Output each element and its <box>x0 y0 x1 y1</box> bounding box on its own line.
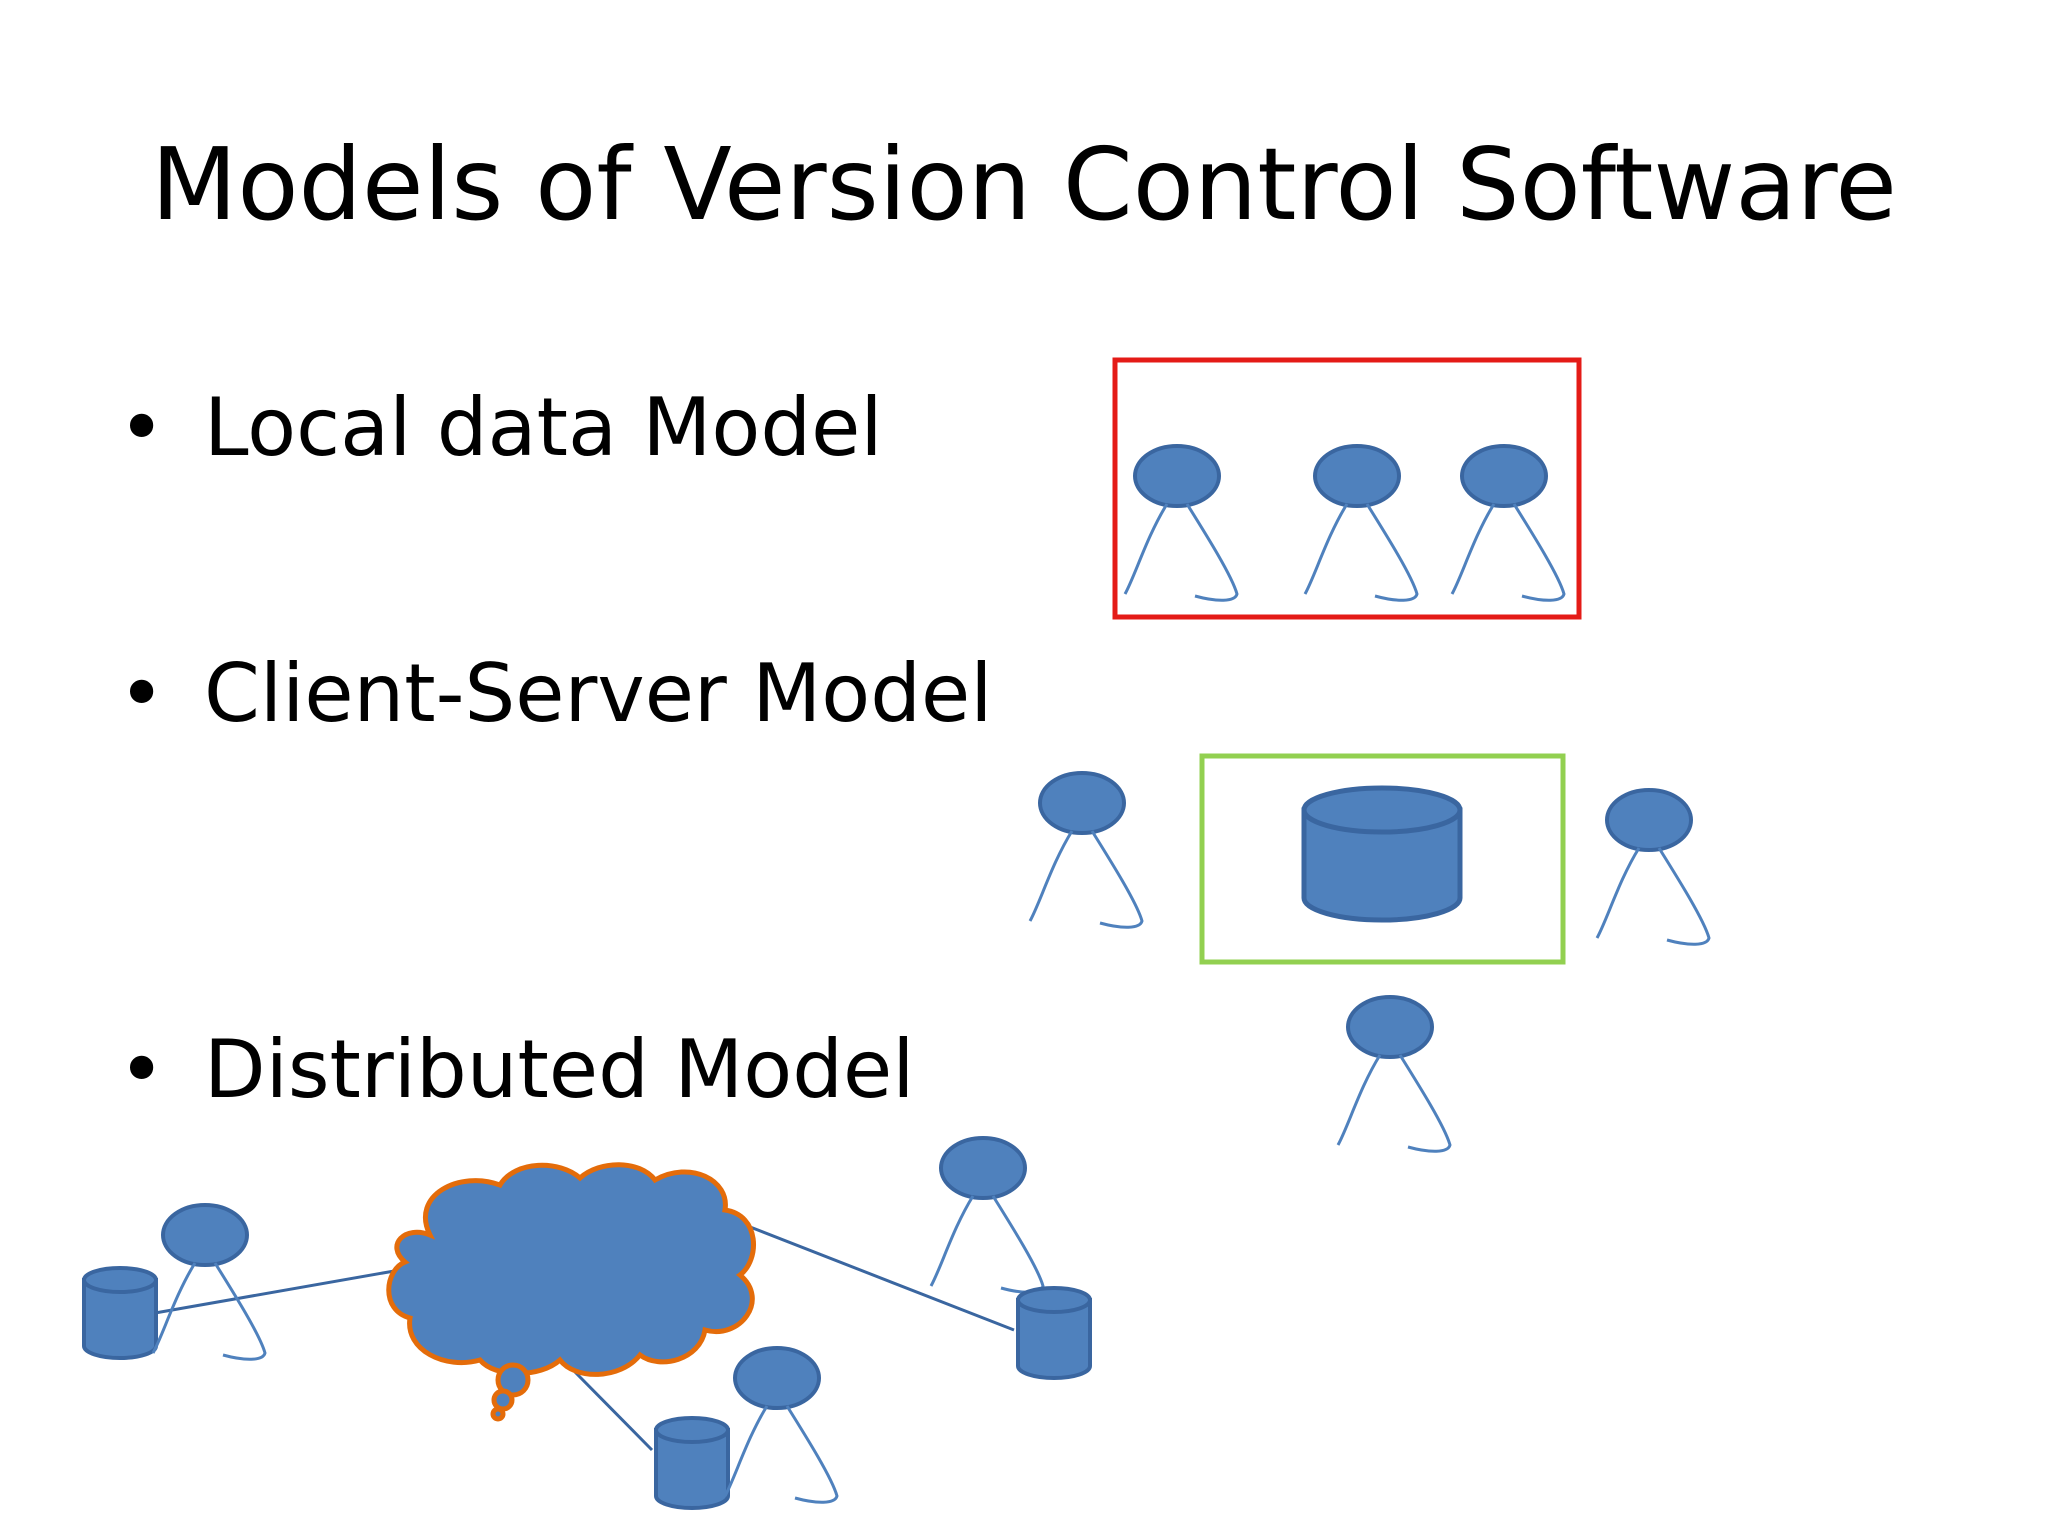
link-line <box>154 1268 401 1315</box>
local-model-group <box>1112 357 1582 620</box>
person-icon <box>151 1203 267 1362</box>
link-line <box>573 1370 654 1452</box>
database-cylinder-icon <box>1301 785 1463 923</box>
bullet-client-server-model: •Client-Server Model <box>118 654 992 734</box>
slide-title: Models of Version Control Software <box>151 126 1897 243</box>
person-icon <box>929 1136 1045 1295</box>
person-icon <box>1450 444 1566 603</box>
bullet-label: Client-Server Model <box>204 647 993 740</box>
person-icon <box>1303 444 1419 603</box>
database-cylinder-icon <box>1016 1286 1092 1380</box>
bullet-dot: • <box>118 1023 166 1116</box>
database-cylinder-icon <box>82 1266 158 1360</box>
cloud-icon <box>386 1162 756 1422</box>
bullet-dot: • <box>118 381 166 474</box>
distributed-group <box>82 1136 1092 1510</box>
bullet-dot: • <box>118 647 166 740</box>
server-frame <box>1199 753 1566 965</box>
bullet-label: Distributed Model <box>204 1023 915 1116</box>
bullet-distributed-model: •Distributed Model <box>118 1030 914 1110</box>
person-icon <box>723 1346 839 1505</box>
client-server-group <box>1028 753 1711 1154</box>
bullet-label: Local data Model <box>204 381 883 474</box>
person-icon <box>1595 788 1711 947</box>
link-line <box>744 1223 1015 1332</box>
bullet-local-data-model: •Local data Model <box>118 388 883 468</box>
person-icon <box>1123 444 1239 603</box>
database-cylinder-icon <box>654 1416 730 1510</box>
person-icon <box>1028 771 1144 930</box>
local-model-frame <box>1112 357 1582 620</box>
person-icon <box>1336 995 1452 1154</box>
